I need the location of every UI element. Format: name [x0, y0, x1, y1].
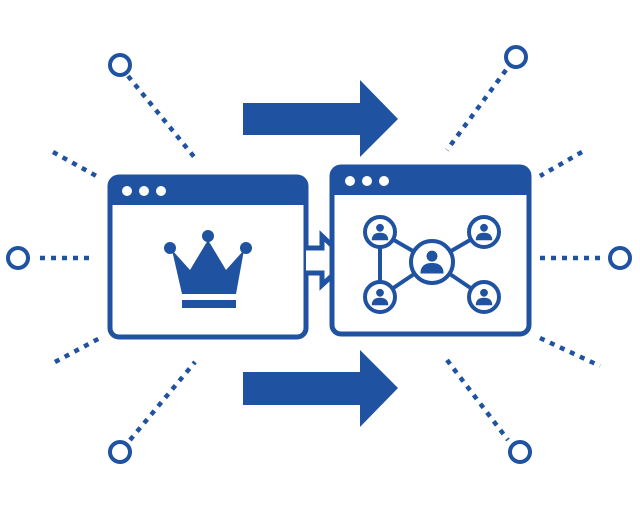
ray-end-circles: [6, 45, 632, 464]
window-dot: [139, 186, 149, 196]
arrow-right-icon-bottom: [243, 350, 398, 427]
window-dot: [379, 176, 389, 186]
window-dot: [122, 186, 132, 196]
ray-left-upper: [51, 150, 102, 180]
ray-bottom-left: [128, 360, 197, 442]
window-dot: [156, 186, 166, 196]
browser-window-right: [329, 164, 532, 337]
ray-end-circle: [6, 246, 30, 270]
ray-end-circle: [108, 440, 132, 464]
network-users-icon: [363, 215, 501, 314]
window-dot: [345, 176, 355, 186]
ray-right-upper: [538, 150, 584, 178]
ray-right-lower: [539, 335, 601, 369]
user-node-icon: [467, 280, 501, 314]
dotted-rays: [40, 68, 601, 442]
user-node-icon: [467, 215, 501, 249]
ray-left-lower: [53, 336, 102, 364]
ray-end-circle: [504, 45, 528, 69]
user-node-icon: [363, 215, 397, 249]
browser-window-left: [107, 174, 309, 340]
ray-end-circle: [608, 246, 632, 270]
ray-top-left: [126, 74, 197, 160]
crown-icon: [164, 230, 252, 308]
window-dot: [362, 176, 372, 186]
ray-top-right: [445, 68, 508, 152]
user-node-icon: [409, 239, 455, 285]
user-node-icon: [363, 280, 397, 314]
ray-end-circle: [508, 440, 532, 464]
ray-bottom-right: [445, 358, 510, 442]
arrow-right-icon-top: [243, 80, 398, 157]
ray-end-circle: [108, 53, 132, 77]
